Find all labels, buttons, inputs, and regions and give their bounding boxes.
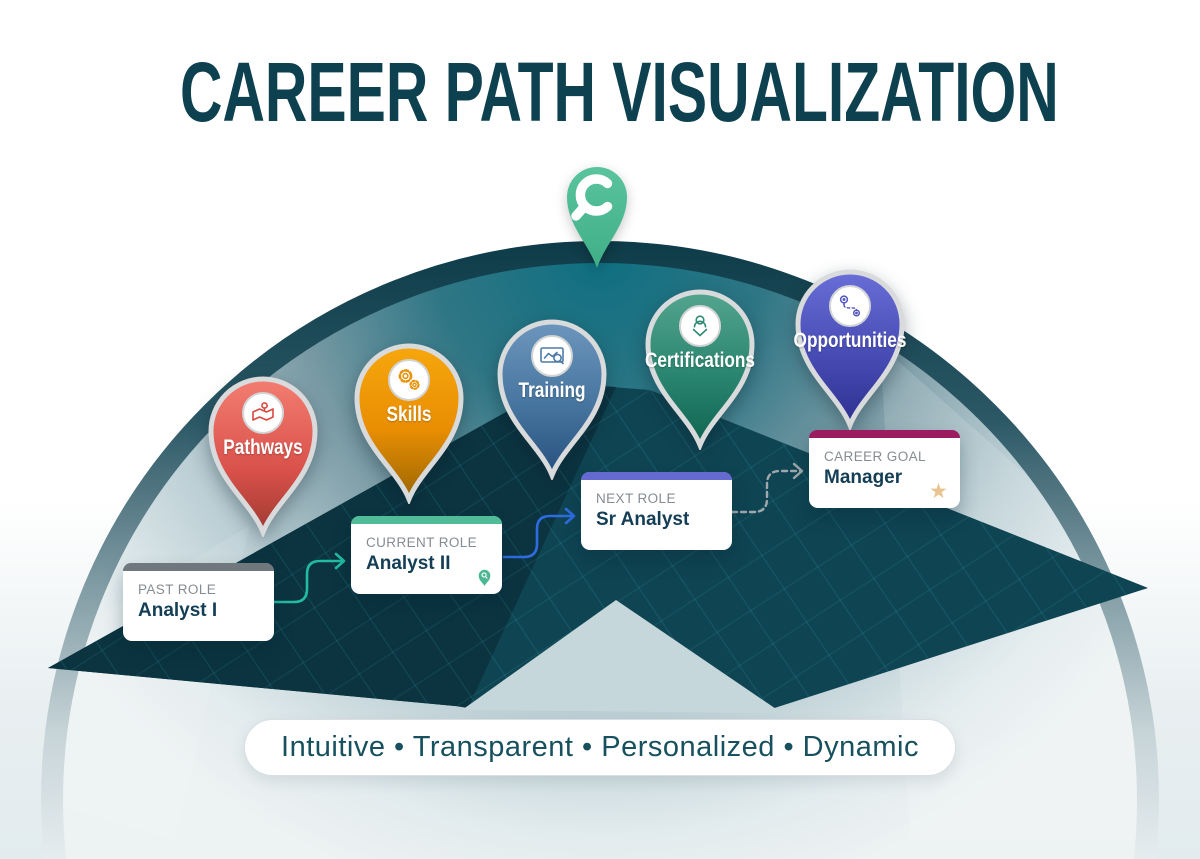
- card-value: Sr Analyst: [596, 509, 690, 530]
- pin-opportunities[interactable]: Opportunities: [788, 268, 912, 430]
- route-between-pins-icon: [839, 295, 861, 317]
- tagline-text: Intuitive • Transparent • Personalized •…: [281, 731, 919, 763]
- card-value: Analyst I: [138, 600, 218, 621]
- page-title: CAREER PATH VISUALIZATION: [180, 45, 1059, 139]
- star-icon: ★: [929, 480, 948, 503]
- card-value: Manager: [824, 467, 903, 488]
- card-past-role[interactable]: PAST ROLE Analyst I: [123, 563, 274, 641]
- card-color-bar: [123, 563, 274, 571]
- chart-screen-magnifier-icon: [540, 347, 564, 365]
- pin-skills[interactable]: Skills: [347, 342, 471, 504]
- card-color-bar: [809, 430, 960, 438]
- card-color-bar: [351, 516, 502, 524]
- pin-label: Training: [518, 379, 586, 402]
- pin-pathways[interactable]: Pathways: [201, 375, 325, 537]
- card-label: PAST ROLE: [138, 582, 217, 597]
- search-location-pin-logo-icon: [567, 167, 627, 268]
- pin-label: Opportunities: [793, 329, 907, 352]
- person-location-icon: [692, 315, 708, 337]
- card-career-goal[interactable]: CAREER GOAL Manager ★: [809, 430, 960, 508]
- tagline-pill: Intuitive • Transparent • Personalized •…: [244, 719, 956, 776]
- location-pin-icon: [477, 568, 492, 587]
- pin-label: Skills: [386, 403, 432, 426]
- logo-search-pin: [558, 160, 636, 272]
- card-label: CAREER GOAL: [824, 449, 926, 464]
- card-next-role[interactable]: NEXT ROLE Sr Analyst: [581, 472, 732, 550]
- pin-certifications[interactable]: Certifications: [638, 288, 762, 450]
- gears-icon: [398, 369, 420, 390]
- pin-label: Certifications: [644, 349, 756, 372]
- card-current-role[interactable]: CURRENT ROLE Analyst II: [351, 516, 502, 594]
- pin-training[interactable]: Training: [490, 318, 614, 480]
- pin-label: Pathways: [223, 436, 303, 459]
- card-label: NEXT ROLE: [596, 491, 676, 506]
- card-label: CURRENT ROLE: [366, 535, 478, 550]
- card-color-bar: [581, 472, 732, 480]
- card-value: Analyst II: [366, 553, 451, 574]
- folded-map-pin-icon: [252, 402, 274, 421]
- terrain-valley-gap: [462, 600, 782, 713]
